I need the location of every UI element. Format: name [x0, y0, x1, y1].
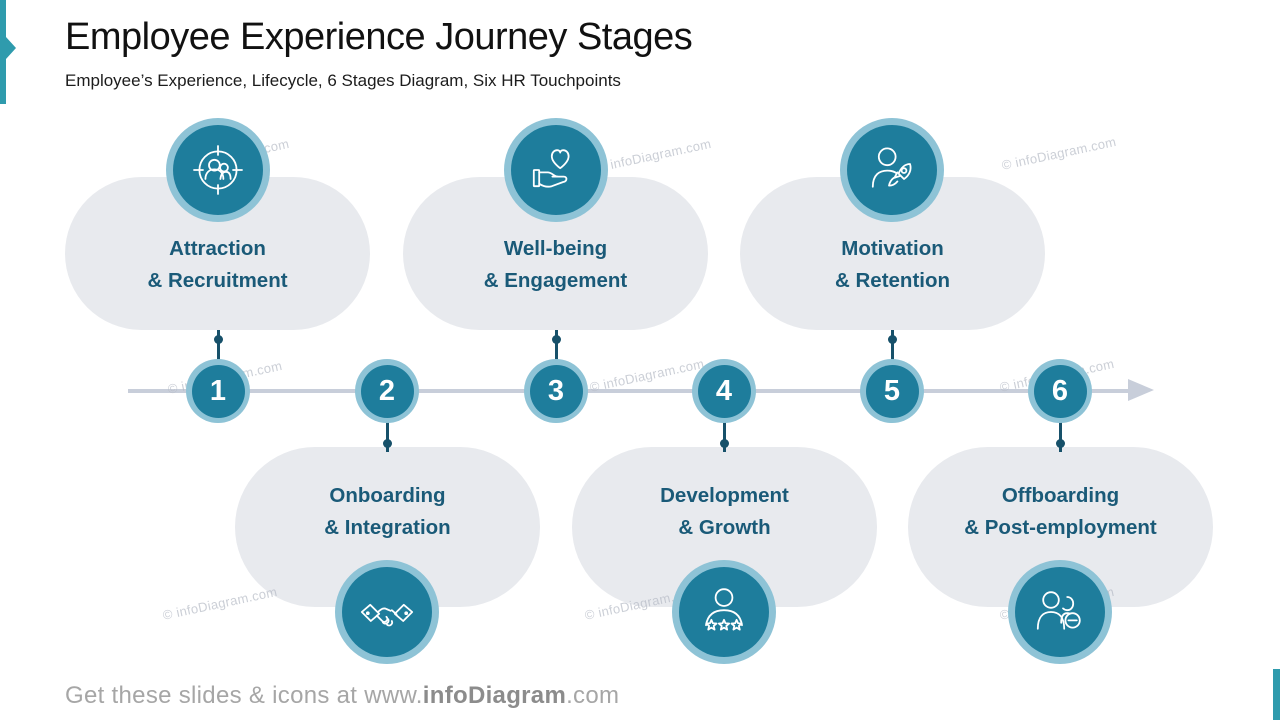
connector-stage-1: [216, 330, 220, 361]
stage-label: Attraction& Recruitment: [147, 237, 288, 292]
connector-stage-6: [1058, 421, 1062, 452]
footer-link[interactable]: Get these slides & icons at www.infoDiag…: [65, 682, 619, 710]
stage-label: Onboarding& Integration: [324, 484, 451, 539]
timeline-number-circle: 1: [186, 359, 250, 423]
connector-dot: [551, 335, 561, 344]
stage-blob-onboarding: Onboarding& Integration: [235, 447, 540, 607]
stage-label: Well-being& Engagement: [483, 237, 628, 292]
connector-dot: [1055, 439, 1065, 448]
watermark: © infoDiagram.com: [595, 135, 713, 175]
connector-stage-2: [385, 421, 389, 452]
recruitment-target-icon: [173, 125, 263, 215]
connector-dot: [213, 335, 223, 344]
connector-dot: [887, 335, 897, 344]
footer-suffix: .com: [566, 682, 620, 709]
stage-number: 4: [697, 364, 751, 418]
stage-number: 3: [529, 364, 583, 418]
timeline-arrowhead-icon: [1128, 379, 1154, 401]
footer-prefix: Get these slides & icons at www.: [65, 682, 423, 709]
page-title: Employee Experience Journey Stages: [65, 16, 693, 58]
stage-number: 6: [1033, 364, 1087, 418]
connector-stage-4: [722, 421, 726, 452]
page-subtitle: Employee’s Experience, Lifecycle, 6 Stag…: [65, 71, 621, 90]
timeline-line: [128, 389, 1128, 393]
stage-icon-circle: [335, 560, 439, 664]
watermark: © infoDiagram.com: [1000, 133, 1118, 173]
slide-accent-right: [1273, 669, 1280, 720]
connector-stage-5: [890, 330, 894, 361]
stage-icon-circle: [1008, 560, 1112, 664]
connector-dot: [719, 439, 729, 448]
stage-icon-circle: [166, 118, 270, 222]
stage-icon-circle: [672, 560, 776, 664]
timeline-number-circle: 6: [1028, 359, 1092, 423]
stage-number: 2: [360, 364, 414, 418]
person-stars-icon: [679, 567, 769, 657]
stage-icon-circle: [504, 118, 608, 222]
stage-label: Offboarding& Post-employment: [964, 484, 1157, 539]
slide-accent-left: [0, 0, 16, 104]
connector-stage-3: [554, 330, 558, 361]
stage-label: Motivation& Retention: [834, 237, 951, 292]
hand-holding-heart-icon: [511, 125, 601, 215]
timeline-number-circle: 4: [692, 359, 756, 423]
footer-brand: infoDiagram: [422, 682, 567, 709]
handshake-icon: [342, 567, 432, 657]
stage-number: 1: [191, 364, 245, 418]
watermark: © infoDiagram.com: [161, 583, 279, 623]
stage-number: 5: [865, 364, 919, 418]
timeline-number-circle: 5: [860, 359, 924, 423]
timeline-number-circle: 2: [355, 359, 419, 423]
connector-dot: [382, 439, 392, 448]
stage-label: Development& Growth: [660, 484, 789, 539]
people-remove-icon: [1015, 567, 1105, 657]
timeline-number-circle: 3: [524, 359, 588, 423]
person-rocket-icon: [847, 125, 937, 215]
stage-icon-circle: [840, 118, 944, 222]
